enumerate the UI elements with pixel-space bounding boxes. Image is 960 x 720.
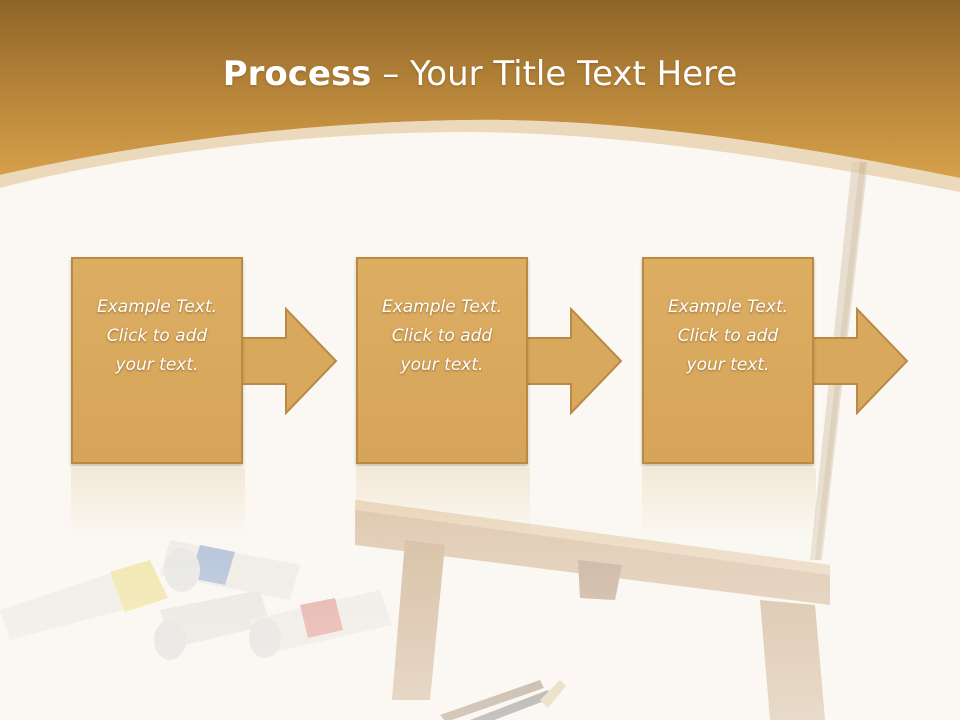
step-3-text[interactable]: Example Text. Click to add your text. — [667, 297, 789, 375]
step-1-arrow — [240, 307, 338, 415]
title-bold: Process — [222, 54, 372, 94]
step-2-arrow — [525, 307, 623, 415]
step-1-box[interactable] — [71, 257, 243, 464]
header-swoosh — [0, 119, 960, 192]
step-2-reflection — [356, 468, 530, 538]
header-band — [0, 0, 960, 178]
step-2-text[interactable]: Example Text. Click to add your text. — [381, 297, 503, 375]
step-3-box[interactable] — [642, 257, 814, 464]
title-rest: – Your Title Text Here — [371, 54, 738, 94]
step-1-reflection — [71, 468, 245, 538]
step-2-box[interactable] — [356, 257, 528, 464]
step-3-reflection — [642, 468, 816, 538]
step-1-text[interactable]: Example Text. Click to add your text. — [96, 297, 218, 375]
slide-title[interactable]: Process – Your Title Text Here — [0, 54, 960, 94]
step-3-arrow — [811, 307, 909, 415]
